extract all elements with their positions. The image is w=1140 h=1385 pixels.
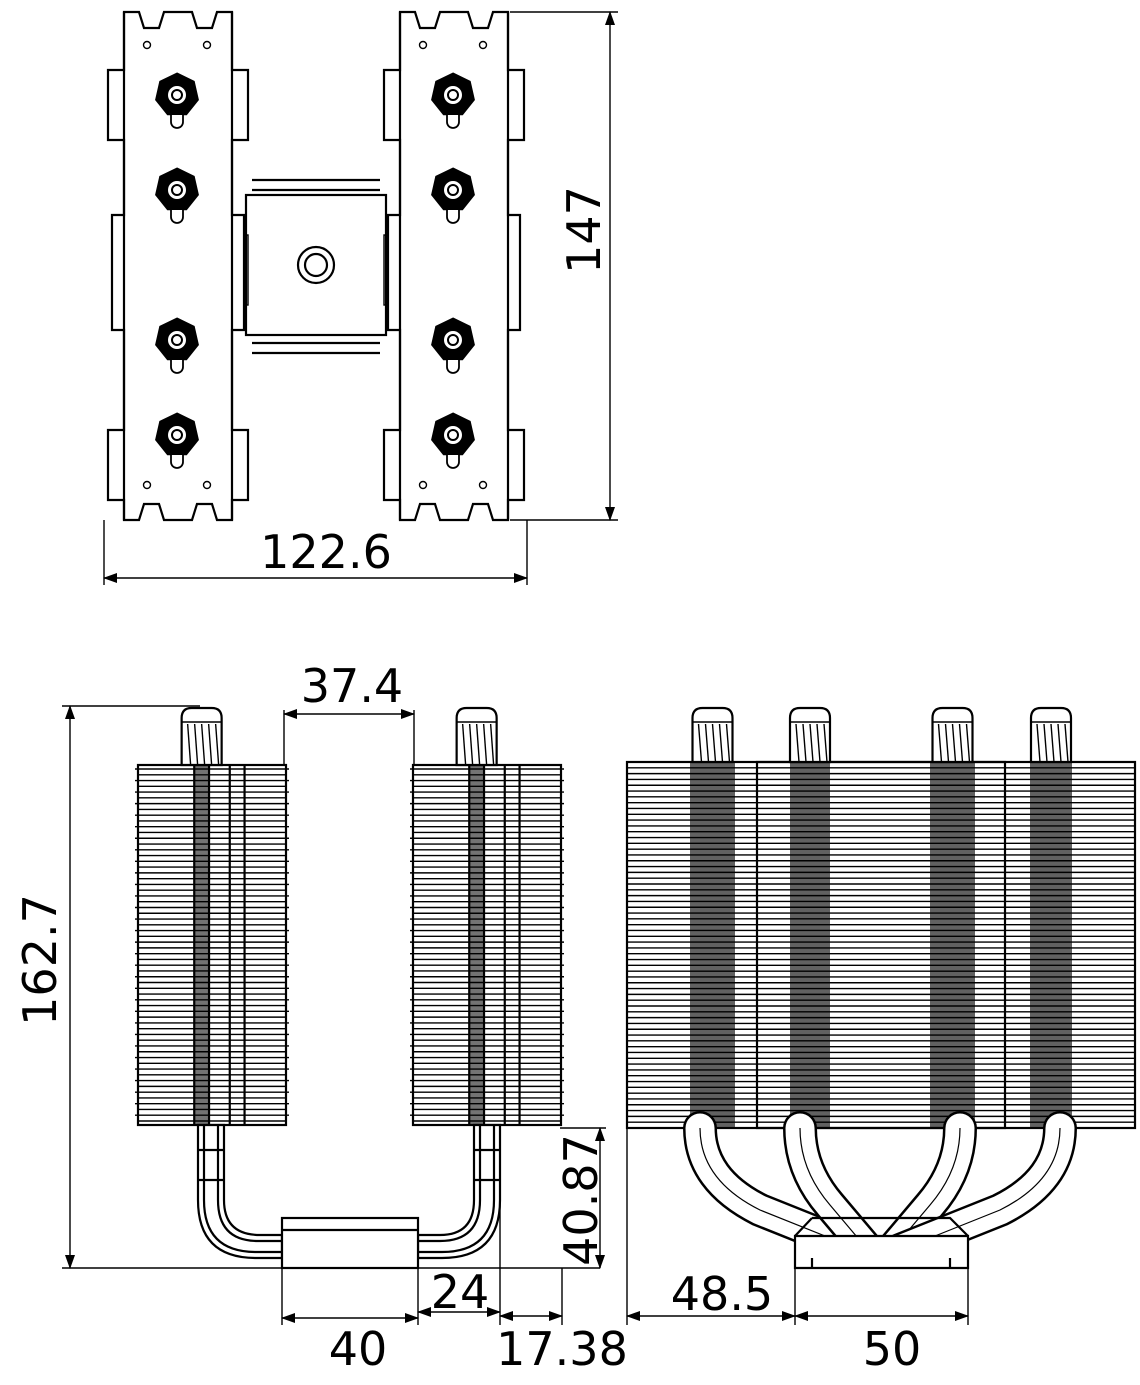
top-view [106, 10, 526, 522]
dim-offset-17: 17.38 [496, 1322, 628, 1376]
top-tower [106, 10, 250, 522]
screw-icon [478, 40, 488, 50]
screw-icon [202, 40, 212, 50]
clip-icon [431, 167, 475, 224]
side-base-plate [793, 1234, 970, 1270]
clip-icon [155, 317, 199, 374]
side-dimensions: 48.5 50 [626, 1128, 969, 1376]
side-view [625, 706, 1137, 1270]
dim-side-base: 50 [863, 1322, 922, 1376]
dim-top-height: 147 [557, 186, 611, 274]
dim-tower-gap: 37.4 [301, 659, 403, 713]
clip-icon [431, 72, 475, 129]
top-dimensions: 122.6 147 [103, 10, 618, 585]
base-plate [280, 1216, 420, 1270]
front-view [135, 706, 564, 1270]
heatpipe-cap [691, 706, 734, 764]
clip-icon [431, 317, 475, 374]
dim-base-width: 40 [329, 1322, 388, 1376]
clip-icon [155, 72, 199, 129]
heatpipe-cap [931, 706, 974, 764]
dim-offset-24: 24 [431, 1265, 490, 1319]
screw-icon [202, 480, 212, 490]
left-fin-stack [135, 706, 289, 1127]
screw-icon [142, 40, 152, 50]
heatpipe-cap [788, 706, 832, 764]
dim-total-height: 162.7 [13, 894, 67, 1026]
side-heatpipes [683, 1111, 1077, 1267]
right-fin-stack [410, 706, 564, 1127]
clip-icon [155, 167, 199, 224]
screw-icon [418, 40, 428, 50]
screw-icon [418, 480, 428, 490]
heatpipe-cap [1029, 706, 1073, 764]
dim-base-height: 40.87 [554, 1134, 608, 1266]
side-fin-stack [625, 706, 1137, 1130]
screw-icon [142, 480, 152, 490]
dim-side-offset: 48.5 [671, 1267, 773, 1321]
dim-top-width: 122.6 [260, 525, 392, 579]
heatpipe-cap [180, 706, 223, 767]
screw-icon [296, 245, 336, 285]
clip-icon [431, 412, 475, 469]
clip-icon [155, 412, 199, 469]
front-dimensions: 162.7 37.4 40.87 40 24 17.38 [13, 659, 628, 1376]
center-bridge [231, 178, 401, 355]
top-tower [382, 10, 526, 522]
heatpipe-cap [455, 706, 498, 767]
screw-icon [478, 480, 488, 490]
